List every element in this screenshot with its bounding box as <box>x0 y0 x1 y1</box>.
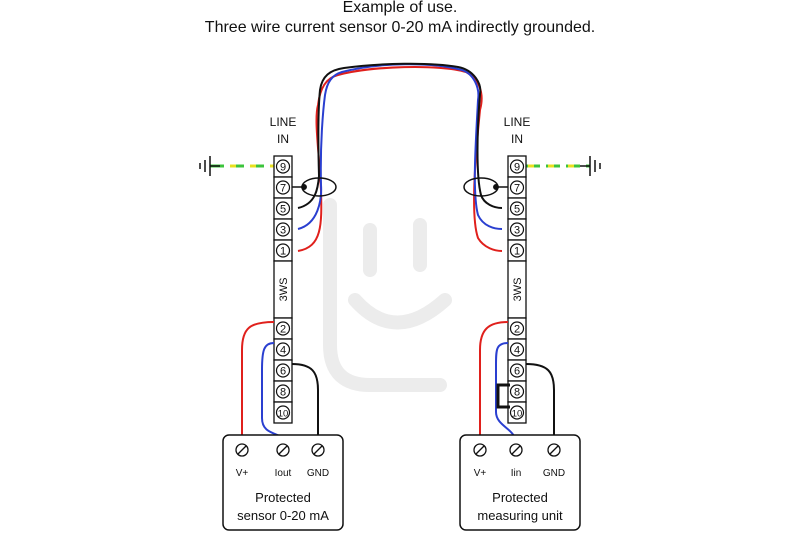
terminal-number: 10 <box>278 409 289 420</box>
terminal-screw-icon <box>275 384 291 399</box>
left-ground <box>199 156 274 176</box>
terminal-block-header: IN <box>277 132 289 146</box>
terminal-number: 4 <box>280 345 286 357</box>
right-terminal-block: LINE IN 9 7 5 3 1 3WS 2 4 6 8 10 <box>504 115 531 424</box>
terminal-block-header: LINE <box>504 115 531 129</box>
terminal-screw-icon <box>275 243 291 258</box>
terminal-screw-icon <box>275 405 291 420</box>
terminal-screw-icon <box>509 159 525 174</box>
terminal-screw-icon <box>509 243 525 258</box>
shield-connections <box>292 184 508 190</box>
terminal-number: 6 <box>514 366 520 378</box>
device-label: measuring unit <box>477 508 563 523</box>
screw-terminal-icon <box>276 443 290 457</box>
terminal-screw-icon <box>275 363 291 378</box>
terminal-screw-icon <box>275 159 291 174</box>
ground-icon <box>589 156 601 176</box>
module-label: 3WS <box>278 278 290 302</box>
right-lower-wires <box>479 321 555 449</box>
terminal-number: 1 <box>514 246 520 258</box>
device-terminal-label: Iin <box>511 468 522 479</box>
terminal-screw-icon <box>275 180 291 195</box>
black-wire-unit-gnd <box>525 363 555 448</box>
blue-wire-unit-iin <box>495 342 516 449</box>
terminal-number: 6 <box>280 366 286 378</box>
terminal-screw-icon <box>509 321 525 336</box>
ground-icon <box>199 156 211 176</box>
right-ground <box>526 156 601 176</box>
overhead-cable <box>297 62 503 252</box>
terminal-number: 8 <box>280 387 286 399</box>
module-label: 3WS <box>512 278 524 302</box>
black-wire-overhead <box>297 62 503 209</box>
diagram-title-line-2: Three wire current sensor 0-20 mA indire… <box>204 19 596 36</box>
terminal-number: 5 <box>514 204 520 216</box>
blue-wire-sensor-iout <box>261 342 284 449</box>
terminal-screw-icon <box>275 342 291 357</box>
device-box <box>459 434 581 531</box>
terminal-number: 1 <box>280 246 286 258</box>
terminal-screw-icon <box>275 321 291 336</box>
terminal-number: 7 <box>514 183 520 195</box>
screw-terminal-icon <box>311 443 325 457</box>
left-lower-wires <box>241 321 319 449</box>
terminal-number: 9 <box>280 162 286 174</box>
terminal-screw-icon <box>275 201 291 216</box>
terminal-number: 8 <box>514 387 520 399</box>
terminal-screw-icon <box>509 201 525 216</box>
red-wire-sensor-vplus <box>241 321 275 448</box>
left-terminal-block: LINE IN 9 7 5 3 1 3WS 2 4 6 8 10 <box>270 115 297 424</box>
terminal-screw-icon <box>509 180 525 195</box>
terminal-screw-icon <box>509 342 525 357</box>
terminal-number: 10 <box>512 409 523 420</box>
red-wire-unit-vplus <box>479 321 509 448</box>
device-box <box>222 434 344 531</box>
device-terminal-label: V+ <box>474 468 487 479</box>
screw-terminal-icon <box>547 443 561 457</box>
watermark-logo-icon <box>323 198 452 392</box>
device-terminal-label: GND <box>307 468 329 479</box>
terminal-screw-icon <box>275 222 291 237</box>
terminal-block-header: IN <box>511 132 523 146</box>
terminal-number: 2 <box>514 324 520 336</box>
screw-terminal-icon <box>235 443 249 457</box>
device-label: sensor 0-20 mA <box>237 508 329 523</box>
device-terminal-label: V+ <box>236 468 249 479</box>
terminal-number: 2 <box>280 324 286 336</box>
jumper-8-10 <box>496 383 510 409</box>
device-terminal-label: Iout <box>275 468 292 479</box>
device-label: Protected <box>255 490 311 505</box>
terminal-screw-icon <box>509 363 525 378</box>
black-wire-sensor-gnd <box>291 363 319 448</box>
terminal-number: 9 <box>514 162 520 174</box>
terminal-screw-icon <box>509 384 525 399</box>
screw-terminal-icon <box>473 443 487 457</box>
screw-terminal-icon <box>509 443 523 457</box>
terminal-number: 5 <box>280 204 286 216</box>
terminal-number: 3 <box>280 225 286 237</box>
device-terminal-label: GND <box>543 468 565 479</box>
measuring-unit-device: V+ Iin GND Protected measuring unit <box>459 434 581 531</box>
diagram-title-line-1: Example of use. <box>342 0 458 16</box>
terminal-number: 4 <box>514 345 520 357</box>
terminal-block-header: LINE <box>270 115 297 129</box>
terminal-number: 7 <box>280 183 286 195</box>
terminal-number: 3 <box>514 225 520 237</box>
sensor-device: V+ Iout GND Protected sensor 0-20 mA <box>222 434 344 531</box>
terminal-screw-icon <box>509 222 525 237</box>
device-label: Protected <box>492 490 548 505</box>
terminal-screw-icon <box>509 405 525 420</box>
